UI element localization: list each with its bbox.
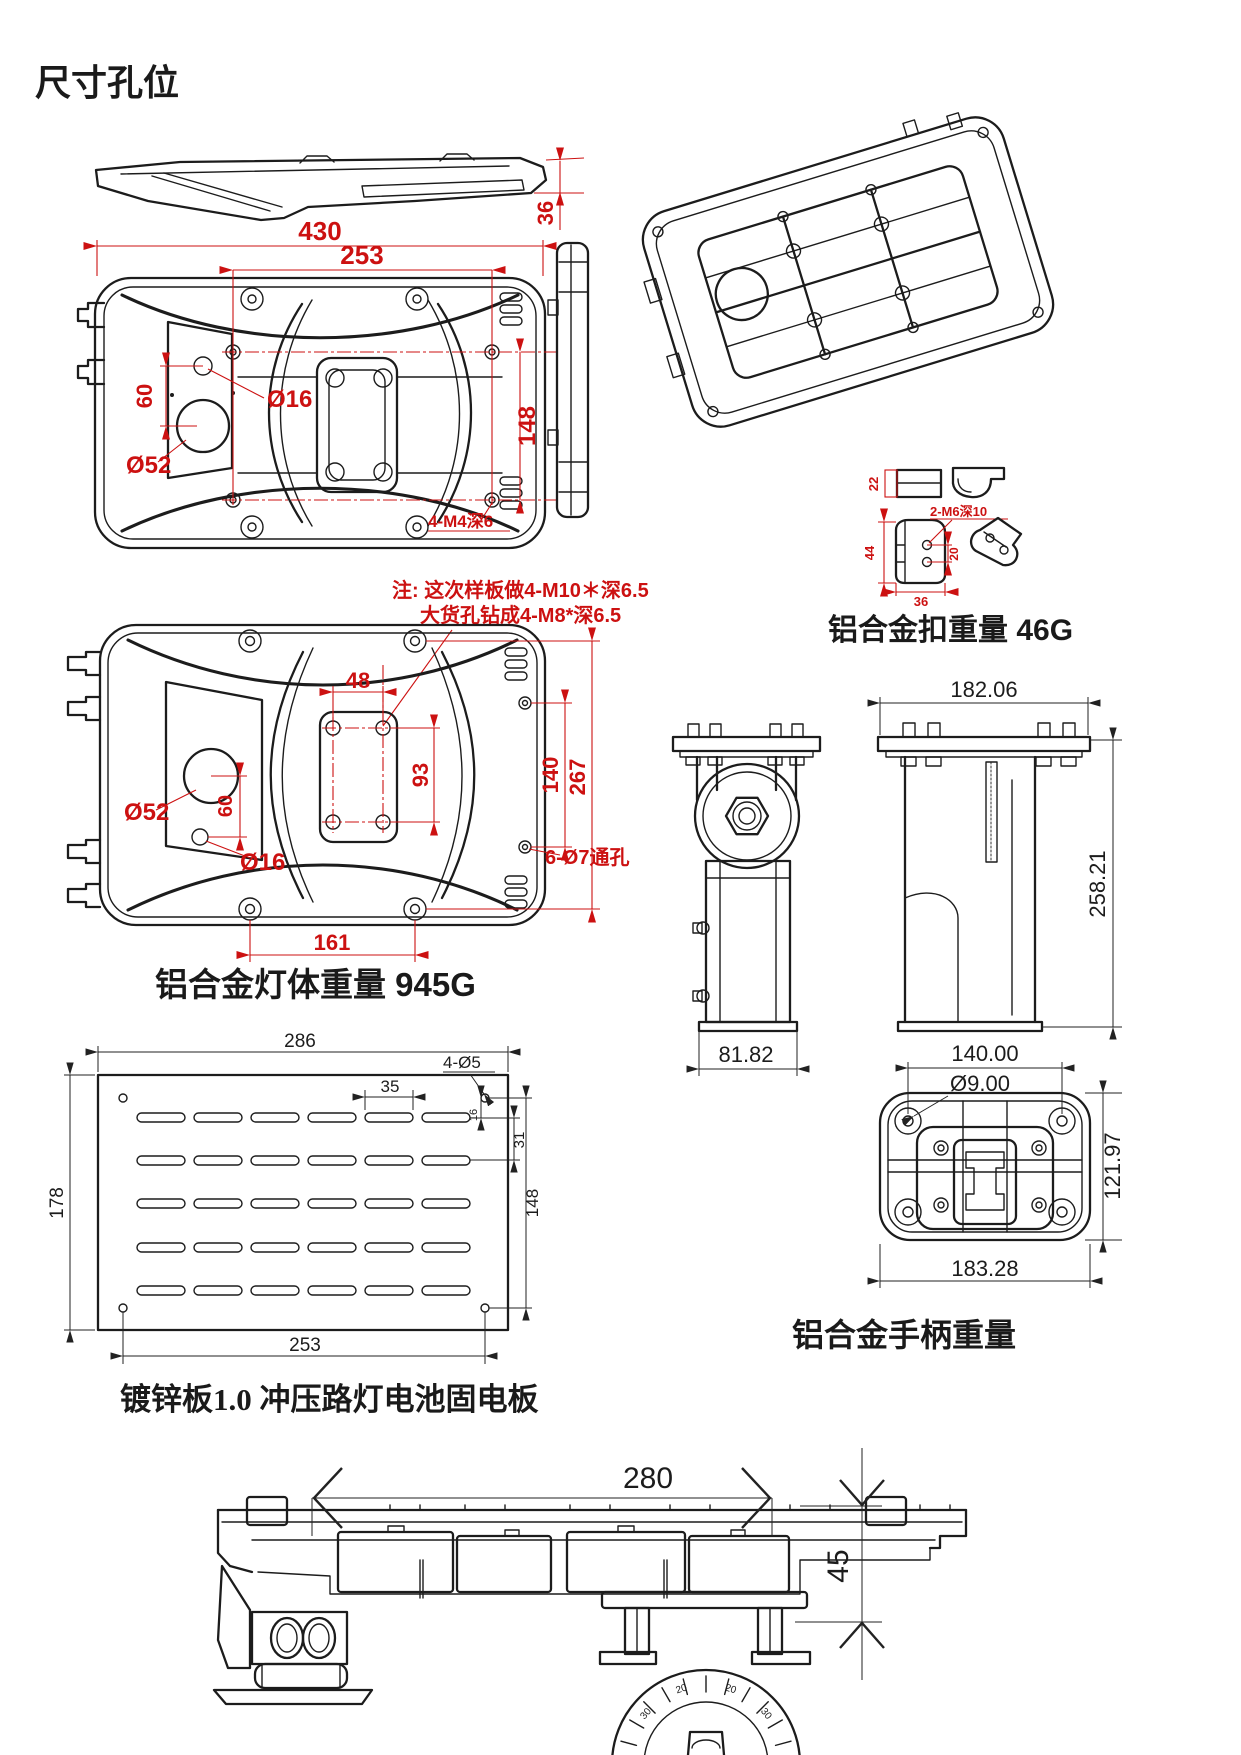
dim-corner-thread: 4-M4深6 (428, 511, 493, 531)
buckle-views: 22 44 20 36 2-M6深10 铝合金扣重量 46G (828, 466, 1073, 647)
dial-label-4: 30 (758, 1706, 774, 1722)
dim-large-hole: Ø52 (126, 452, 171, 479)
dial-label-3: 20 (724, 1682, 738, 1696)
dim-base-hole-dia: Ø9.00 (950, 1071, 1010, 1096)
dim-hole-pitch-h: 148 (514, 406, 541, 446)
dim-buckle-tab-height: 22 (866, 477, 881, 491)
dim-large-hole-bottom: Ø52 (124, 799, 169, 826)
handle-weight-label: 铝合金手柄重量 (792, 1317, 1016, 1353)
plate-label: 镀锌板1.0 冲压路灯电池固电板 (120, 1382, 539, 1417)
drawing-note-line2: 大货孔钻成4-M8*深6.5 (420, 603, 621, 627)
dial-label-2: 20 (674, 1682, 688, 1696)
dim-plate-hole-pitch-w: 253 (289, 1335, 321, 1356)
dial-label-1: 30 (638, 1706, 654, 1722)
lamp-side-strip-view (547, 241, 590, 519)
dim-hole-pitch-w: 253 (340, 240, 383, 270)
dim-buckle-thread: 2-M6深10 (930, 504, 987, 519)
dim-slot-length: 35 (381, 1077, 400, 1096)
dim-edge-offset: 16 (468, 1109, 480, 1121)
dim-small-hole: Ø16 (267, 386, 312, 413)
handle-front-view: 81.82 (671, 723, 822, 1076)
dim-depth: 45 (822, 1549, 855, 1582)
dim-bottom-hole-pitch: 161 (314, 930, 351, 955)
plate-view: 286 178 253 148 35 31 16 4-Ø5 镀锌板1.0 冲压路… (47, 1031, 542, 1417)
dim-vesa-pitch-h: 93 (408, 763, 433, 787)
assembly-view: 30 20 20 30 280 45 (212, 1448, 968, 1755)
vent-slots (136, 1112, 471, 1296)
dim-plate-width: 286 (284, 1031, 316, 1052)
lamp-body-weight-label: 铝合金灯体重量 945G (155, 966, 476, 1003)
lamp-top-view: 430 253 148 60 Ø16 Ø52 4-M4深6 注: 这次样板做4-… (76, 216, 649, 727)
handle-base-view: 140.00 Ø9.00 121.97 183.28 铝合金手柄重量 (792, 1041, 1125, 1353)
dim-row-pitch: 31 (511, 1132, 528, 1149)
lamp-profile-view: 36 (94, 147, 585, 230)
lamp-isometric-view (641, 112, 1055, 428)
lamp-bottom-view: 48 93 140 267 161 Ø52 60 Ø16 6-Ø7通孔 铝合金灯… (66, 623, 629, 1003)
page-title: 尺寸孔位 (35, 62, 179, 103)
handle-side-view: 182.06 258.21 (867, 677, 1122, 1040)
drawing-note-line1: 注: 这次样板做4-M10＊深6.5 (392, 578, 649, 602)
dim-handle-height: 258.21 (1085, 850, 1110, 917)
dial-ticks (620, 1675, 792, 1747)
dim-buckle-body-height: 44 (862, 545, 877, 560)
dim-profile-height: 36 (533, 201, 558, 225)
dim-vesa-pitch-w: 48 (346, 668, 370, 693)
dim-small-hole-bottom: Ø16 (240, 849, 285, 876)
dim-column-width: 81.82 (718, 1042, 773, 1067)
dim-hole-offset-bottom: 60 (215, 795, 237, 817)
dim-buckle-body-width: 36 (914, 594, 928, 609)
buckle-weight-label: 铝合金扣重量 46G (828, 613, 1073, 647)
dim-base-width: 183.28 (951, 1256, 1018, 1281)
dim-overall-width: 430 (298, 216, 341, 246)
dim-buckle-hole-pitch: 20 (947, 547, 961, 561)
dim-overall-height: 267 (565, 759, 590, 796)
dim-base-height: 121.97 (1100, 1132, 1125, 1199)
dim-battery-span: 280 (623, 1462, 673, 1495)
dim-hole-offset: 60 (132, 384, 157, 408)
dim-corner-holes: 4-Ø5 (443, 1053, 481, 1072)
dim-side-hole-pitch: 140 (538, 757, 563, 794)
dim-plate-hole-pitch-h: 148 (523, 1189, 542, 1217)
dim-plate-height: 178 (47, 1187, 68, 1219)
dim-flange-width: 182.06 (950, 677, 1017, 702)
dim-base-hole-pitch: 140.00 (951, 1041, 1018, 1066)
dim-through-holes: 6-Ø7通孔 (545, 846, 629, 869)
